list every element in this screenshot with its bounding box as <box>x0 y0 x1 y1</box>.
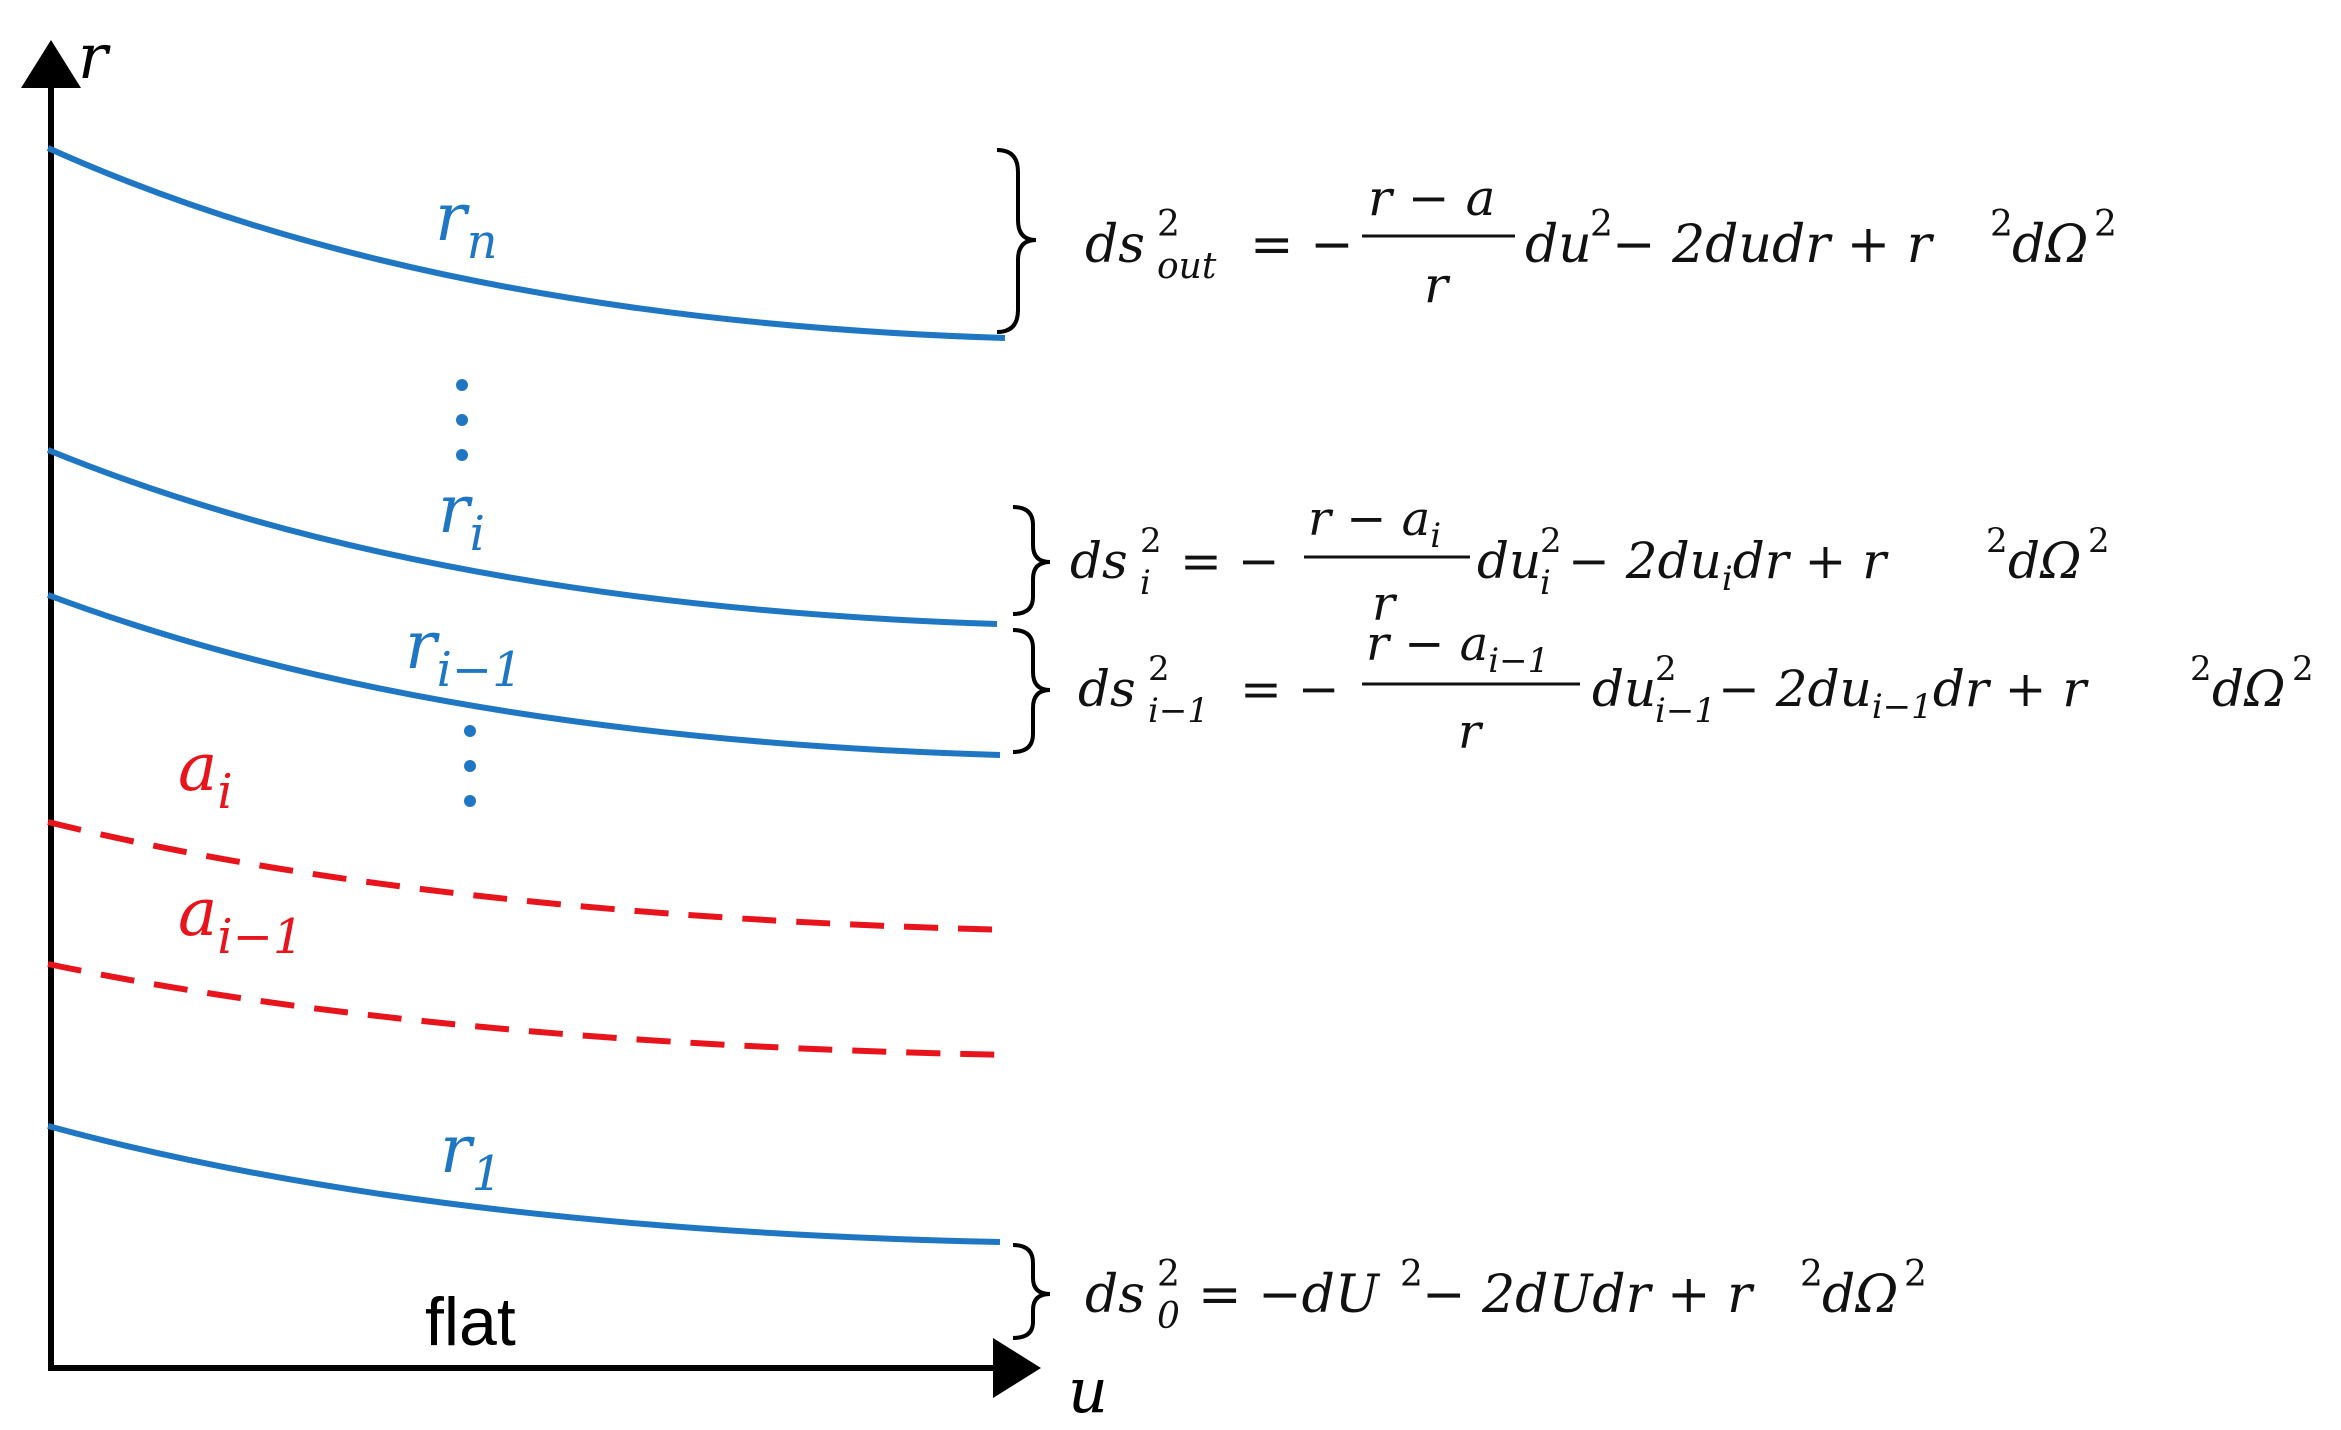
u-axis-label: u <box>1068 1354 1108 1427</box>
svg-text:− 2dudr + r: − 2dudr + r <box>1612 215 1935 275</box>
equation-out: ds 2 out = − r − a r du 2 − 2dudr + r 2 … <box>1085 169 2117 314</box>
svg-text:2: 2 <box>1990 204 2013 245</box>
svg-text:dΩ: dΩ <box>2212 660 2285 718</box>
svg-text:2: 2 <box>2190 649 2212 689</box>
svg-text:i−1: i−1 <box>1655 691 1716 731</box>
brace-zero <box>1012 1243 1051 1340</box>
svg-text:= −: = − <box>1180 532 1280 590</box>
shell-label-rn: rn <box>435 179 497 270</box>
horizon-curve-ai <box>47 819 1013 933</box>
svg-text:− 2dui−1dr + r: − 2dui−1dr + r <box>1718 660 2089 727</box>
svg-text:i: i <box>1540 563 1551 603</box>
svg-text:du: du <box>1477 532 1541 590</box>
horizon-curves <box>47 819 1013 1058</box>
svg-text:ds: ds <box>1070 532 1128 590</box>
svg-text:r − a: r − a <box>1368 169 1495 227</box>
svg-text:2: 2 <box>1148 649 1170 689</box>
equation-i1: ds 2 i−1 = − r − ai−1 r du 2 i−1 − 2dui−… <box>1078 616 2314 760</box>
horizon-label-ai1: ai−1 <box>178 874 303 965</box>
svg-text:= −dU: = −dU <box>1198 1265 1381 1325</box>
equation-zero: ds 2 0 = −dU 2 − 2dUdr + r 2 dΩ 2 <box>1085 1254 1927 1337</box>
svg-text:du: du <box>1592 660 1656 718</box>
svg-text:− 2dUdr + r: − 2dUdr + r <box>1422 1265 1755 1325</box>
ellipsis-upper <box>456 379 468 461</box>
shell-curve-ri <box>46 447 998 627</box>
horizon-label-ai: ai <box>178 729 233 820</box>
shell-label-ri: ri <box>438 471 485 562</box>
svg-text:2: 2 <box>2094 204 2117 245</box>
svg-text:− 2duidr + r: − 2duidr + r <box>1568 532 1889 599</box>
svg-text:2: 2 <box>1400 1254 1423 1295</box>
svg-text:i: i <box>1140 563 1151 603</box>
svg-text:out: out <box>1157 246 1217 287</box>
svg-text:r − ai−1: r − ai−1 <box>1366 616 1549 681</box>
svg-text:2: 2 <box>1540 521 1562 561</box>
svg-text:dΩ: dΩ <box>2008 532 2081 590</box>
r-axis-label: r <box>78 20 111 93</box>
svg-text:2: 2 <box>1157 204 1180 245</box>
brace-i <box>1012 505 1051 616</box>
shell-curve-r1 <box>47 1123 1001 1245</box>
svg-text:ds: ds <box>1085 1265 1145 1325</box>
brace-i1 <box>1012 628 1051 754</box>
svg-text:0: 0 <box>1157 1296 1180 1337</box>
equation-i: ds 2 i = − r − ai r du 2 i − 2duidr + r … <box>1070 491 2110 632</box>
svg-text:2: 2 <box>1904 1254 1927 1295</box>
ellipsis-lower <box>464 725 476 807</box>
svg-text:= −: = − <box>1240 660 1340 718</box>
svg-text:2: 2 <box>1590 204 1613 245</box>
svg-text:2: 2 <box>2292 649 2314 689</box>
brace-out <box>996 148 1037 334</box>
svg-text:r: r <box>1458 704 1484 760</box>
svg-text:dΩ: dΩ <box>2012 215 2088 275</box>
svg-text:i−1: i−1 <box>1148 691 1209 731</box>
svg-text:ds: ds <box>1078 660 1136 718</box>
svg-text:r: r <box>1372 576 1398 632</box>
svg-text:ds: ds <box>1085 215 1145 275</box>
flat-region-label: flat <box>425 1284 516 1360</box>
shell-label-r1: r1 <box>440 1111 502 1202</box>
svg-text:2: 2 <box>2088 521 2110 561</box>
horizon-curve-ai1 <box>47 961 1013 1058</box>
svg-text:2: 2 <box>1140 521 1162 561</box>
svg-text:du: du <box>1525 215 1592 275</box>
shell-curve-rn <box>46 145 1006 341</box>
axes: r u <box>20 20 1108 1427</box>
shell-label-ri1: ri−1 <box>405 607 523 698</box>
svg-text:r − ai: r − ai <box>1308 491 1441 556</box>
shell-curves <box>46 145 1006 1245</box>
svg-text:r: r <box>1424 256 1451 314</box>
svg-text:= −: = − <box>1250 215 1354 275</box>
svg-text:dΩ: dΩ <box>1822 1265 1898 1325</box>
svg-text:2: 2 <box>1800 1254 1823 1295</box>
braces <box>996 148 1051 1340</box>
svg-text:2: 2 <box>1655 649 1677 689</box>
svg-text:2: 2 <box>1157 1254 1180 1295</box>
shell-curve-ri1 <box>46 592 1001 758</box>
svg-text:2: 2 <box>1986 521 2008 561</box>
